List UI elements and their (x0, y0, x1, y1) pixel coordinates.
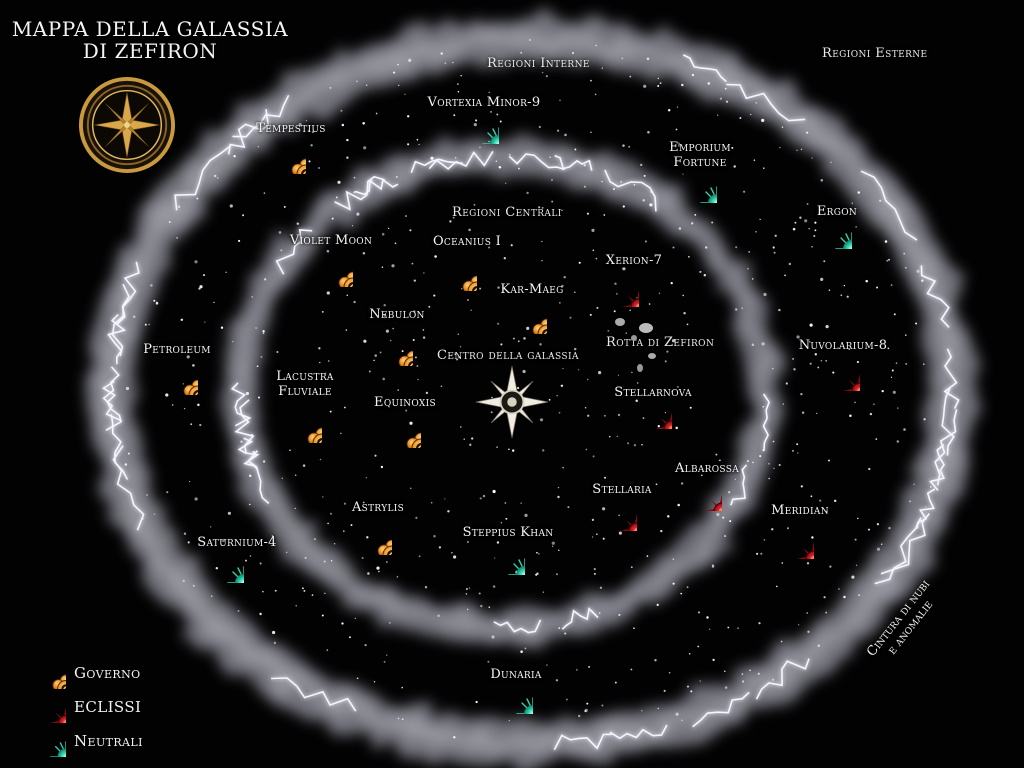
eclissi-star-icon (605, 273, 639, 307)
planet-marker-ergon[interactable] (818, 215, 852, 249)
galactic-center-star-icon[interactable] (474, 364, 550, 440)
planet-marker-tempestius[interactable] (272, 140, 306, 174)
planet-marker-oceanius[interactable] (443, 257, 477, 291)
asteroid-field (615, 318, 656, 372)
planet-marker-meridian[interactable] (780, 525, 814, 559)
governo-emblem-icon (443, 257, 477, 291)
neutral-planet-icon (491, 541, 525, 575)
planet-label-steppius: Steppius Khan (462, 525, 554, 540)
region-label-esterne: Regioni Esterne (822, 46, 928, 61)
planet-marker-steppius[interactable] (491, 541, 525, 575)
governo-emblem-icon (379, 332, 413, 366)
planet-label-saturnium: Saturnium-4 (197, 535, 277, 550)
legend-label-neutrali: Neutrali (74, 732, 143, 750)
planet-label-meridian: Meridian (771, 503, 829, 518)
lightning-bolts (101, 54, 960, 751)
planet-label-equinoxis: Equinoxis (374, 395, 436, 410)
region-label-centrali: Regioni Centrali (452, 205, 562, 220)
eclissi-star-icon (688, 477, 722, 511)
galactic-center-label: Centro della galassia (437, 348, 579, 363)
map-title-line2: DI ZEFIRON (82, 39, 218, 63)
planet-label-tempestius: Tempestius (256, 121, 326, 136)
legend-row-governo: Governo (34, 656, 143, 690)
planet-marker-dunaria[interactable] (499, 680, 533, 714)
planet-marker-saturnium[interactable] (210, 549, 244, 583)
planet-marker-stellaria[interactable] (603, 497, 637, 531)
planet-label-albarossa: Albarossa (674, 461, 740, 476)
map-title: MAPPA DELLA GALASSIA DI ZEFIRON (10, 18, 290, 62)
planet-label-dunaria: Dunaria (490, 667, 542, 682)
starfield (124, 39, 940, 739)
planet-label-nebulon: Nebulon (369, 307, 425, 322)
neutral-planet-icon (34, 725, 66, 757)
planet-label-ergon: Ergon (816, 204, 858, 219)
planet-label-violet: Violet Moon (289, 233, 373, 248)
planet-label-nuvolarium: Nuvolarium-8 (798, 338, 888, 353)
planet-marker-karmaeg[interactable] (513, 300, 547, 334)
planet-label-astrylis: Astrylis (351, 500, 405, 515)
map-title-line1: MAPPA DELLA GALASSIA (11, 17, 289, 41)
map-legend: Governo ECLISSI Neutrali (34, 656, 143, 758)
planet-marker-petroleum[interactable] (164, 361, 198, 395)
planet-label-stellarnova: Stellarnova (614, 385, 692, 400)
planet-label-vortexia: Vortexia Minor-9 (427, 95, 541, 110)
neutral-planet-icon (818, 215, 852, 249)
planet-label-xerion: Xerion-7 (605, 253, 663, 268)
legend-row-neutrali: Neutrali (34, 724, 143, 758)
governo-emblem-icon (272, 140, 306, 174)
planet-label-karmaeg: Kar-Maeg (500, 282, 564, 297)
governo-emblem-icon (34, 657, 66, 689)
neutral-planet-icon (210, 549, 244, 583)
governo-emblem-icon (319, 253, 353, 287)
governo-emblem-icon (513, 300, 547, 334)
planet-label-petroleum: Petroleum (143, 342, 211, 357)
eclissi-star-icon (638, 395, 672, 429)
neutral-planet-icon (683, 169, 717, 203)
planet-marker-emporium[interactable] (683, 169, 717, 203)
legend-label-governo: Governo (74, 664, 141, 682)
planet-marker-nuvolarium[interactable] (826, 357, 860, 391)
legend-label-eclissi: ECLISSI (74, 698, 142, 716)
planet-marker-astrylis[interactable] (358, 521, 392, 555)
planet-marker-equinoxis[interactable] (387, 414, 421, 448)
planet-marker-xerion[interactable] (605, 273, 639, 307)
region-label-interne: Regioni Interne (487, 56, 590, 71)
governo-emblem-icon (288, 409, 322, 443)
planet-marker-lacustra[interactable] (288, 409, 322, 443)
planet-marker-vortexia[interactable] (465, 110, 499, 144)
governo-emblem-icon (387, 414, 421, 448)
eclissi-star-icon (603, 497, 637, 531)
eclissi-star-icon (780, 525, 814, 559)
planet-label-oceanius: Oceanius I (432, 234, 502, 249)
neutral-planet-icon (499, 680, 533, 714)
planet-marker-violet[interactable] (319, 253, 353, 287)
eclissi-star-icon (34, 691, 66, 723)
planet-label-stellaria: Stellaria (592, 482, 652, 497)
planet-marker-albarossa[interactable] (688, 477, 722, 511)
neutral-planet-icon (465, 110, 499, 144)
compass-rose-icon (78, 76, 176, 174)
legend-row-eclissi: ECLISSI (34, 690, 143, 724)
planet-marker-nebulon[interactable] (379, 332, 413, 366)
governo-emblem-icon (358, 521, 392, 555)
planet-marker-stellarnova[interactable] (638, 395, 672, 429)
eclissi-star-icon (826, 357, 860, 391)
governo-emblem-icon (164, 361, 198, 395)
